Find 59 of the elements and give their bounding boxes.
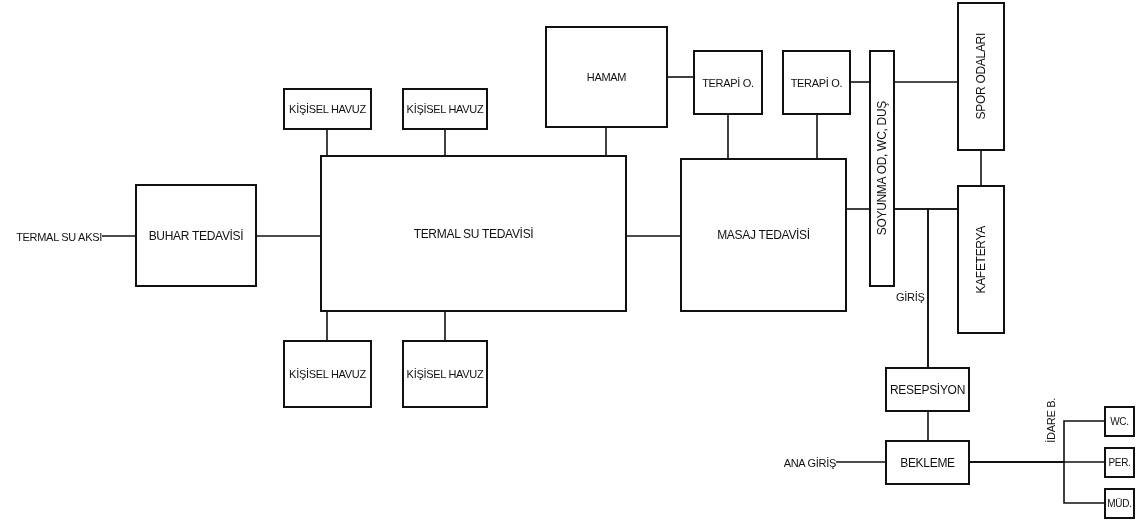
room-box [320, 155, 627, 312]
room-box [402, 340, 488, 408]
room-label: HAMAM [586, 71, 627, 83]
room-box [869, 50, 895, 287]
room-label: MÜD. [1107, 498, 1132, 509]
room-label: BUHAR TEDAVİSİ [148, 228, 244, 243]
room-label: SPOR ODALARI [974, 33, 988, 120]
room-box [283, 340, 372, 408]
room-box [283, 88, 372, 130]
room-label: TERMAL SU TEDAVİSİ [413, 226, 534, 241]
department-label: İDARE B. [1045, 398, 1057, 443]
room-box [957, 185, 1005, 334]
connector-line [927, 411, 929, 441]
connector-line [846, 208, 870, 210]
room-box [693, 50, 763, 115]
area-label: TERMAL SU AKSI [6, 228, 102, 245]
room-label: KİŞİSEL HAVUZ [406, 103, 484, 115]
room-box [1104, 447, 1135, 478]
connector-line [980, 150, 982, 186]
connector-line [444, 311, 446, 341]
connector-line [326, 311, 328, 341]
connector-line [444, 129, 446, 156]
room-box [957, 2, 1005, 151]
room-box [680, 158, 847, 312]
room-label: TERAPİ O. [702, 76, 754, 89]
entrance-label: GİRİŞ [896, 291, 925, 303]
room-box [135, 184, 257, 287]
room-label: BEKLEME [900, 455, 955, 470]
room-box [545, 26, 668, 128]
connector-line [850, 81, 870, 83]
connector-line [667, 76, 694, 78]
connector-line [894, 81, 958, 83]
room-box [1104, 406, 1135, 437]
area-label: ANA GİRİŞ [770, 454, 836, 471]
room-label: MASAJ TEDAVİSİ [717, 228, 810, 242]
connector-line [727, 114, 729, 159]
connector-line [326, 129, 328, 156]
connector-line [605, 127, 607, 156]
room-label: KİŞİSEL HAVUZ [406, 368, 484, 380]
connector-line [835, 461, 886, 463]
room-label: PER. [1108, 457, 1131, 468]
room-box [885, 440, 970, 485]
connector-line [816, 114, 818, 159]
room-label: KAFETERYA [974, 225, 988, 294]
connector-line [256, 235, 321, 237]
room-label: KİŞİSEL HAVUZ [289, 103, 366, 115]
connector-line [626, 235, 681, 237]
connector-line [101, 235, 136, 237]
room-label: TERAPİ O. [790, 76, 843, 89]
room-box [1104, 488, 1135, 519]
room-box [782, 50, 851, 115]
room-label: RESEPSİYON [890, 382, 965, 397]
room-box [885, 367, 970, 412]
connector-line [969, 461, 1105, 504]
connector-line [927, 208, 958, 368]
room-label: SOYUNMA OD, WC, DUŞ [875, 101, 889, 236]
room-label: KİŞİSEL HAVUZ [289, 368, 366, 380]
room-label: WC. [1110, 416, 1129, 427]
room-box [402, 88, 488, 130]
